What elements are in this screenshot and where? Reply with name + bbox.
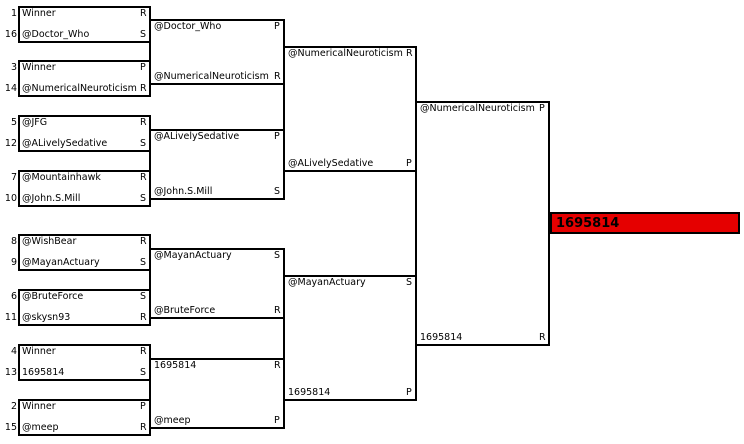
entrant-name: 1695814 — [288, 387, 331, 398]
entrant-name: @ALivelySedative — [288, 158, 374, 169]
seed-number: 15 — [4, 422, 17, 433]
entrant-name: @John.S.Mill — [22, 193, 81, 204]
champion-box: 1695814 — [550, 212, 740, 234]
entrant-mark: P — [274, 21, 280, 32]
entrant-name: @Mountainhawk — [22, 172, 101, 183]
entrant-mark: S — [140, 138, 147, 149]
entrant-mark: P — [140, 62, 146, 73]
entrant-mark: P — [406, 387, 412, 398]
entrant-name: @NumericalNeuroticism — [22, 83, 137, 94]
entrant-name: @NumericalNeuroticism — [288, 48, 403, 59]
entrant-mark: R — [406, 48, 413, 59]
entrant-mark: S — [140, 367, 147, 378]
entrant-name: @meep — [22, 422, 59, 433]
entrant-mark: R — [274, 71, 281, 82]
seed-number: 8 — [10, 236, 17, 247]
entrant-name: @NumericalNeuroticism — [420, 103, 535, 114]
entrant-mark: S — [140, 257, 147, 268]
match-box-r3-1 — [283, 46, 417, 172]
entrant-mark: P — [140, 401, 146, 412]
entrant-name: @John.S.Mill — [154, 186, 213, 197]
seed-number: 14 — [4, 83, 17, 94]
entrant-name: @ALivelySedative — [22, 138, 108, 149]
entrant-name: Winner — [22, 346, 56, 357]
entrant-name: @skysn93 — [22, 312, 71, 323]
entrant-name: @BruteForce — [22, 291, 84, 302]
entrant-name: Winner — [22, 8, 56, 19]
entrant-name: @ALivelySedative — [154, 131, 240, 142]
entrant-mark: R — [140, 236, 147, 247]
entrant-mark: P — [406, 158, 412, 169]
match-box-final — [415, 101, 550, 346]
seed-number: 6 — [10, 291, 17, 302]
entrant-mark: R — [140, 422, 147, 433]
seed-number: 7 — [10, 172, 17, 183]
seed-number: 5 — [10, 117, 17, 128]
entrant-name: @MayanActuary — [288, 277, 366, 288]
entrant-mark: S — [140, 29, 147, 40]
entrant-mark: R — [140, 312, 147, 323]
entrant-name: @WishBear — [22, 236, 77, 247]
match-box-r3-2 — [283, 275, 417, 401]
entrant-name: @MayanActuary — [22, 257, 100, 268]
entrant-mark: R — [274, 305, 281, 316]
entrant-mark: S — [274, 250, 281, 261]
entrant-mark: S — [406, 277, 413, 288]
entrant-name: @JFG — [22, 117, 48, 128]
entrant-mark: R — [274, 360, 281, 371]
entrant-name: Winner — [22, 62, 56, 73]
entrant-mark: R — [140, 346, 147, 357]
entrant-name: 1695814 — [154, 360, 197, 371]
entrant-name: @Doctor_Who — [154, 21, 222, 32]
seed-number: 4 — [10, 346, 17, 357]
entrant-name: @NumericalNeuroticism — [154, 71, 269, 82]
entrant-name: @Doctor_Who — [22, 29, 90, 40]
entrant-mark: R — [539, 332, 546, 343]
entrant-mark: R — [140, 117, 147, 128]
seed-number: 2 — [10, 401, 17, 412]
entrant-name: @meep — [154, 415, 191, 426]
entrant-name: 1695814 — [420, 332, 463, 343]
entrant-mark: P — [539, 103, 545, 114]
entrant-name: @BruteForce — [154, 305, 216, 316]
entrant-mark: R — [140, 83, 147, 94]
entrant-mark: P — [274, 131, 280, 142]
entrant-mark: R — [140, 8, 147, 19]
seed-number: 11 — [4, 312, 17, 323]
entrant-mark: S — [140, 291, 147, 302]
seed-number: 16 — [4, 29, 17, 40]
entrant-name: Winner — [22, 401, 56, 412]
entrant-mark: S — [274, 186, 281, 197]
seed-number: 10 — [4, 193, 17, 204]
entrant-name: 1695814 — [22, 367, 65, 378]
entrant-mark: R — [140, 172, 147, 183]
champion-name: 1695814 — [556, 216, 620, 231]
seed-number: 12 — [4, 138, 17, 149]
seed-number: 9 — [10, 257, 17, 268]
entrant-mark: P — [274, 415, 280, 426]
seed-number: 1 — [10, 8, 17, 19]
entrant-name: @MayanActuary — [154, 250, 232, 261]
seed-number: 13 — [4, 367, 17, 378]
seed-number: 3 — [10, 62, 17, 73]
entrant-mark: S — [140, 193, 147, 204]
